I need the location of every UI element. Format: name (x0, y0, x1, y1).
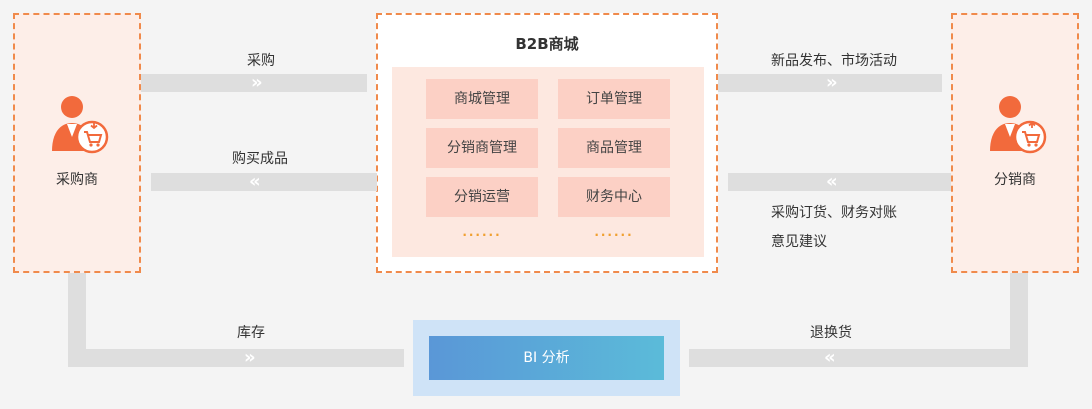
platform-modules-area: 商城管理 订单管理 分销商管理 商品管理 分销运营 财务中心 ...... ..… (392, 67, 704, 257)
returns-connector-vertical (1010, 273, 1028, 367)
distributor-cart-in-icon (986, 93, 1050, 161)
buyer-box: 采购商 (13, 13, 141, 273)
finished-goods-label: 购买成品 (232, 151, 288, 167)
bi-analysis-frame: BI 分析 (413, 320, 680, 396)
inventory-connector-vertical (68, 273, 86, 367)
returns-label: 退换货 (810, 325, 852, 341)
b2b-platform: B2B商城 商城管理 订单管理 分销商管理 商品管理 分销运营 财务中心 ...… (376, 13, 718, 273)
inventory-label: 库存 (237, 325, 265, 341)
buyer-label: 采购商 (56, 172, 98, 188)
finished-goods-arrow: « (151, 173, 377, 191)
chevron-right-icon: » (244, 347, 255, 368)
module-distributor-management: 分销商管理 (426, 128, 538, 168)
inventory-arrow: » (68, 349, 404, 367)
chevron-right-icon: » (826, 72, 837, 93)
distributor-box: 分销商 (951, 13, 1079, 273)
new-products-label: 新品发布、市场活动 (771, 53, 897, 69)
buyer-cart-out-icon (48, 93, 112, 161)
returns-arrow: « (689, 349, 1028, 367)
purchase-arrow: » (141, 74, 367, 92)
module-product-management: 商品管理 (558, 128, 670, 168)
chevron-left-icon: « (826, 171, 837, 192)
orders-arrow: « (728, 173, 951, 191)
new-products-arrow: » (718, 74, 942, 92)
module-mall-management: 商城管理 (426, 79, 538, 119)
chevron-left-icon: « (249, 171, 260, 192)
distributor-label: 分销商 (994, 172, 1036, 188)
chevron-left-icon: « (824, 347, 835, 368)
orders-label-line2: 意见建议 (771, 234, 827, 250)
module-finance-center: 财务中心 (558, 177, 670, 217)
purchase-label: 采购 (247, 53, 275, 69)
module-ellipsis-right: ...... (594, 225, 634, 239)
bi-analysis-box: BI 分析 (429, 336, 664, 380)
orders-label-line1: 采购订货、财务对账 (771, 205, 897, 221)
module-order-management: 订单管理 (558, 79, 670, 119)
module-ellipsis-left: ...... (462, 225, 502, 239)
module-distribution-operations: 分销运营 (426, 177, 538, 217)
chevron-right-icon: » (251, 72, 262, 93)
platform-title: B2B商城 (515, 35, 579, 53)
